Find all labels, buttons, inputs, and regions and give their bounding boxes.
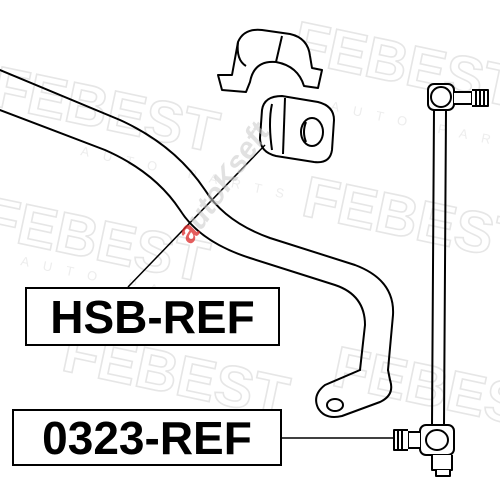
stabilizer-link bbox=[393, 83, 489, 477]
link-part-number-label: 0323-REF bbox=[12, 409, 282, 466]
watermark-brand-text: FEBEST bbox=[297, 164, 500, 275]
bushing-leader-line bbox=[127, 144, 266, 288]
bushing-bracket bbox=[217, 28, 323, 93]
stabilizer-bar bbox=[0, 69, 395, 418]
bushing bbox=[259, 95, 335, 164]
bushing-part-number-label: HSB-REF bbox=[25, 287, 280, 346]
leader-lines bbox=[127, 144, 393, 439]
watermark-brand-text: FEBEST bbox=[327, 334, 500, 445]
